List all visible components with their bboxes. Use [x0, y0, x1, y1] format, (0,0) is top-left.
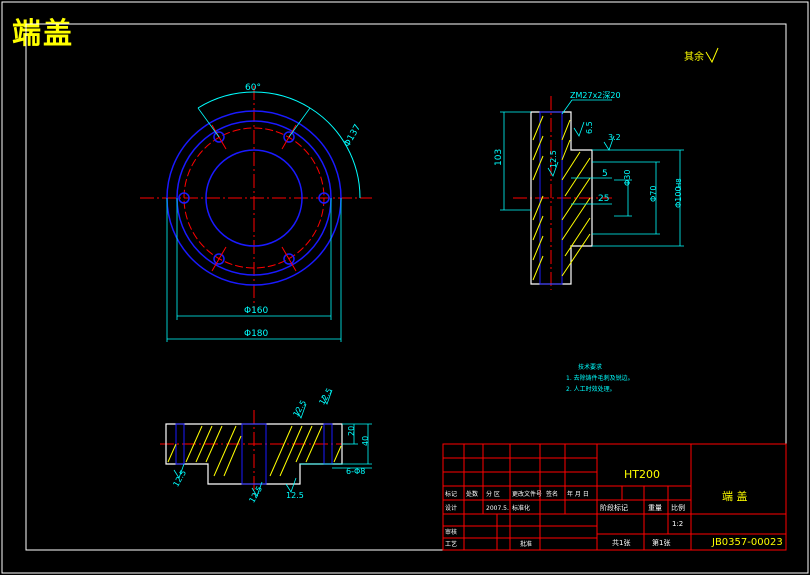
sheet-number: 第1张 [652, 538, 670, 547]
dim-40: 40 [361, 436, 370, 446]
roughness-3-2: 3.2 [608, 133, 621, 142]
roughness-6-5: 6.5 [585, 121, 594, 134]
tech-notes-heading: 技术要求 [578, 363, 602, 371]
roughness-bottom-b: 12.5 [291, 399, 308, 419]
part-name: 端 盖 [722, 489, 748, 503]
header-zone: 分 区 [486, 490, 500, 498]
roughness-bottom-a: 12.5 [171, 469, 188, 489]
scale-value: 1:2 [672, 520, 683, 528]
header-count: 处数 [466, 490, 478, 498]
dim-20: 20 [347, 426, 356, 436]
header-mark: 标记 [445, 490, 457, 498]
drawing-number: JB0357-00023 [711, 537, 783, 548]
header-sign: 签名 [546, 490, 558, 498]
d180-dim: Φ180 [244, 329, 269, 339]
length-103-dim: 103 [494, 149, 504, 166]
designer-date: 2007.5. [486, 505, 509, 512]
row-approve: 批准 [520, 540, 532, 548]
roughness-bottom-d: 12.5 [247, 485, 264, 505]
thread-note: ZM27x2深20 [570, 91, 621, 100]
roughness-bottom-c: 12.5 [317, 387, 334, 407]
dim-5: 5 [602, 169, 608, 179]
front-view [140, 86, 372, 342]
dia-30-dim: Φ30 [623, 170, 632, 186]
dim-25: 25 [598, 194, 609, 204]
row-process: 工艺 [445, 540, 457, 548]
dia-70-dim: Φ70 [649, 186, 658, 202]
d160-dim: Φ160 [244, 306, 269, 316]
inner-frame [25, 23, 787, 551]
scale-label: 比例 [671, 503, 685, 512]
row-design: 设计 [445, 504, 457, 512]
row-check: 审核 [445, 528, 457, 536]
weight-label: 重量 [648, 504, 662, 512]
tech-note-1: 1. 去除铸件毛刺及锐边。 [566, 374, 634, 382]
roughness-symbol [705, 47, 719, 64]
header-date: 年 月 日 [567, 490, 589, 498]
header-change-doc: 更改文件号 [512, 490, 542, 498]
roughness-note: 其余 [684, 50, 704, 63]
dia-100-dim: Φ100 [674, 186, 683, 208]
fit-h8: H8 [675, 178, 683, 188]
section-view [500, 96, 684, 290]
bottom-view [160, 389, 372, 497]
roughness-12-5-section: 12.5 [549, 150, 558, 168]
sheets-total: 共1张 [612, 538, 630, 547]
stage-mark-label: 阶段标记 [600, 503, 628, 512]
material: HT200 [624, 468, 660, 481]
title-block [442, 443, 787, 551]
roughness-bottom-e: 12.5 [286, 491, 304, 500]
angle-dim: 60° [245, 83, 261, 93]
pcd-dim: Φ137 [342, 123, 363, 149]
tech-note-2: 2. 人工时效处理。 [566, 385, 616, 393]
drawing-title: 端盖 [12, 16, 75, 50]
holes-6-d8: 6-Φ8 [346, 467, 365, 476]
row-standard: 标准化 [512, 504, 530, 512]
